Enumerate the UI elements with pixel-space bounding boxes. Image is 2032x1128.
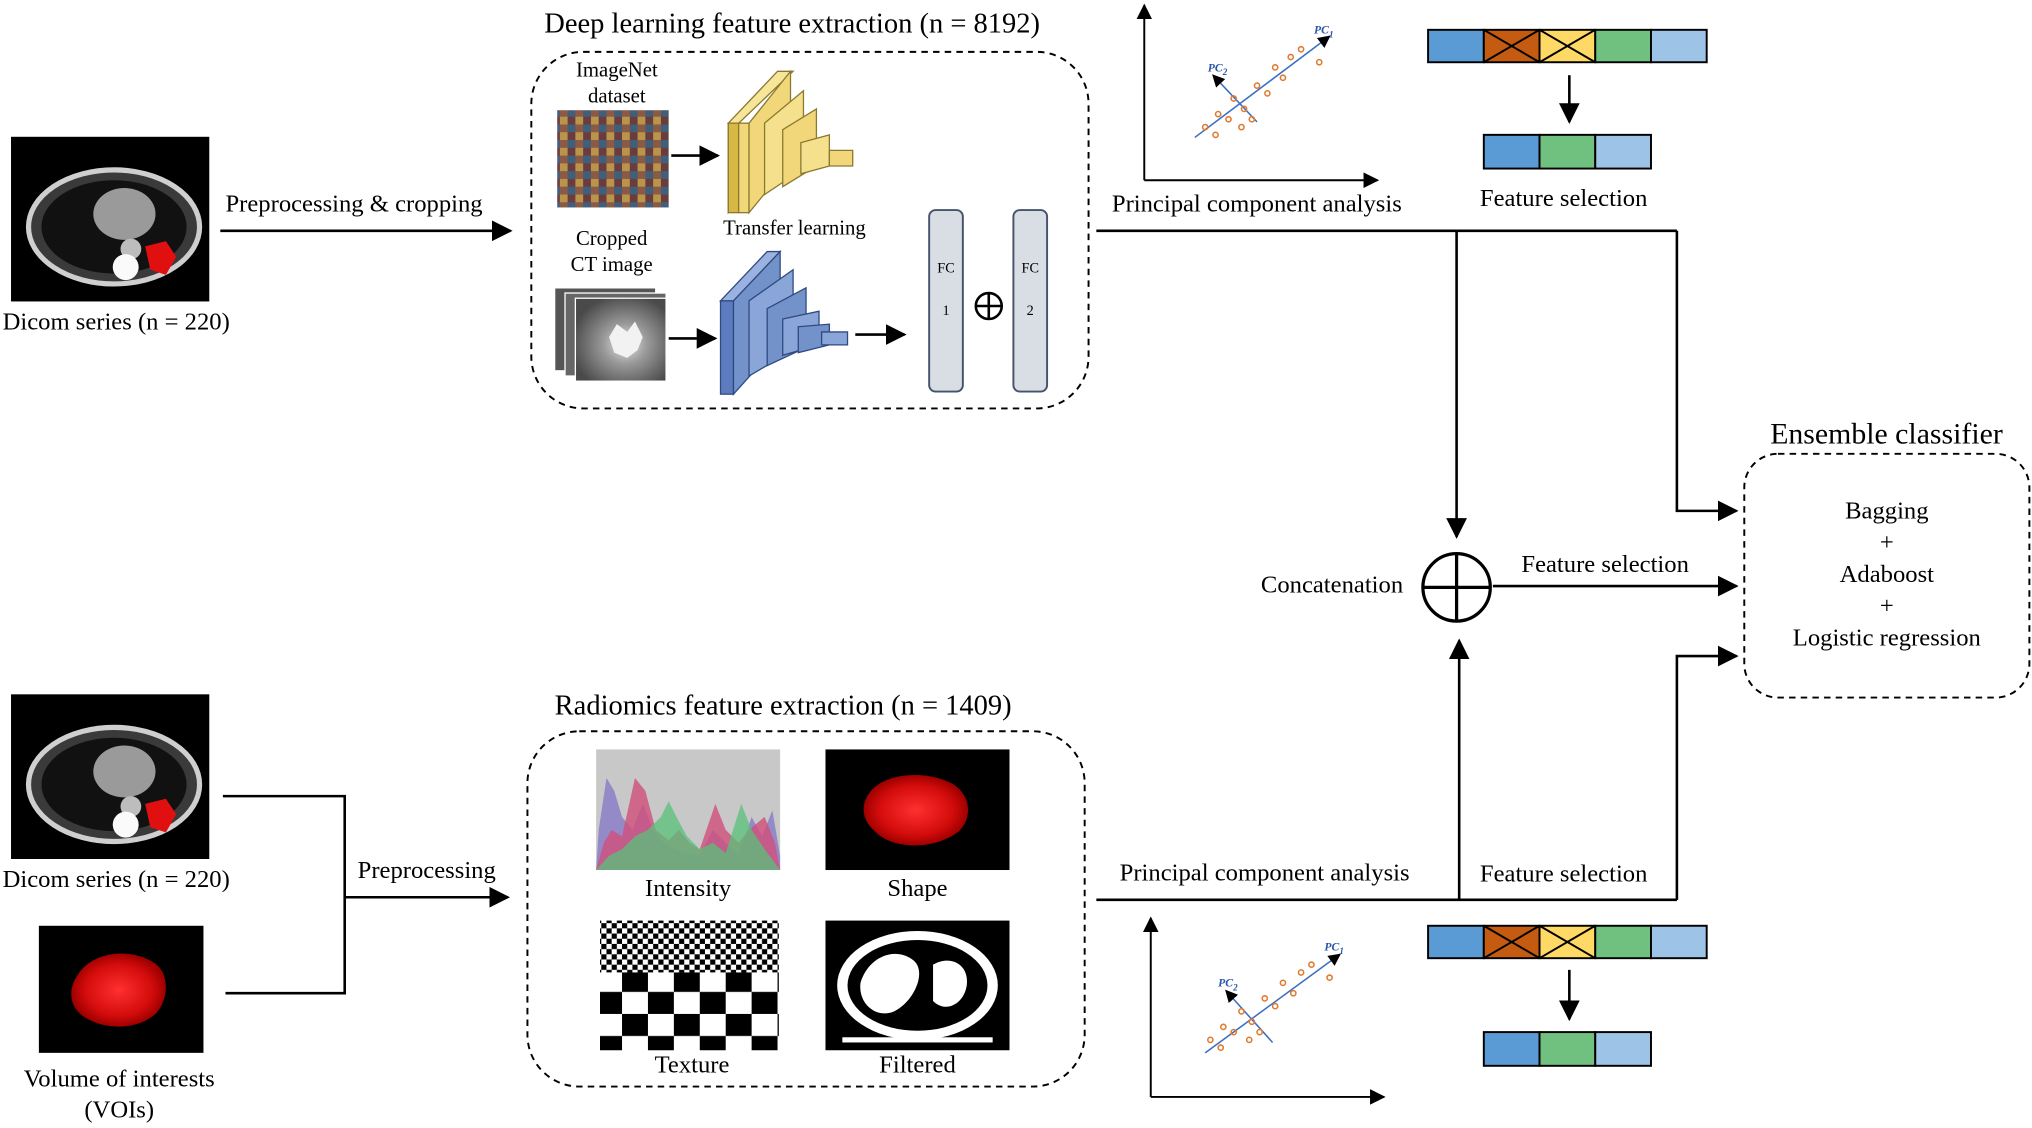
fc2-label: FC [1021, 260, 1039, 277]
voi-label-line2: (VOIs) [84, 1096, 155, 1125]
texture-label: Texture [654, 1051, 730, 1079]
voi-image [38, 925, 204, 1053]
concatenation-label: Concatenation [1260, 571, 1404, 600]
feature-bar-full-top [1427, 28, 1708, 64]
imagenet-label-line2: dataset [588, 85, 646, 108]
ensemble-classifier-title: Ensemble classifier [1770, 417, 2003, 450]
dicom-series-bottom-label: Dicom series (n = 220) [2, 866, 230, 894]
pc2-label-top: PC2 [1207, 60, 1228, 78]
deep-learning-box [530, 50, 1090, 410]
classifier-bagging: Bagging [1845, 497, 1929, 526]
filtered-label: Filtered [879, 1051, 956, 1079]
cnn-yellow-block [726, 69, 854, 215]
voi-label-line1: Volume of interests [23, 1065, 215, 1094]
pca-label-bottom: Principal component analysis [1119, 859, 1410, 887]
filtered-image [825, 920, 1010, 1051]
cropped-label-line2: CT image [570, 254, 653, 277]
transfer-learning-label: Transfer learning [723, 217, 866, 240]
intensity-label: Intensity [645, 875, 732, 903]
fc-concat-symbol [974, 291, 1004, 321]
dicom-stack-bottom [9, 693, 211, 861]
pca-plot-top [1136, 3, 1380, 189]
feature-selection-bottom-label: Feature selection [1479, 860, 1648, 889]
deep-learning-title: Deep learning feature extraction (n = 81… [544, 6, 1041, 39]
concatenation-symbol [1421, 552, 1492, 623]
dicom-stack-top [9, 135, 211, 303]
fc1-number: 1 [942, 303, 950, 319]
ensemble-classifier-box [1743, 452, 2031, 699]
classifier-plus-1: + [1879, 529, 1894, 557]
pca-label-top: Principal component analysis [1111, 190, 1402, 218]
pc2-label-bottom: PC2 [1218, 976, 1238, 993]
feature-bar-selected-bottom [1482, 1031, 1652, 1067]
feature-selection-fusion-label: Feature selection [1521, 551, 1689, 579]
fc1-block [928, 209, 964, 393]
radiomics-title: Radiomics feature extraction (n = 1409) [554, 688, 1012, 721]
classifier-adaboost: Adaboost [1839, 561, 1935, 589]
classifier-plus-2: + [1879, 592, 1894, 620]
pca-plot-bottom [1142, 916, 1386, 1105]
imagenet-thumbnail [557, 110, 669, 208]
feature-selection-top-label: Feature selection [1479, 185, 1648, 213]
feature-bar-full-bottom [1427, 924, 1708, 960]
pc1-label-bottom: PC1 [1324, 940, 1344, 957]
shape-image [825, 749, 1010, 871]
texture-image [600, 920, 779, 1051]
intensity-histogram [596, 749, 781, 871]
fc2-number: 2 [1026, 303, 1034, 319]
cnn-blue-block [719, 249, 849, 396]
feature-bar-selected-top [1482, 133, 1652, 170]
dicom-series-top-label: Dicom series (n = 220) [2, 308, 230, 336]
fc2-block [1012, 209, 1049, 393]
fc1-label: FC [937, 260, 955, 277]
shape-label: Shape [887, 875, 948, 903]
pc1-label-top: PC1 [1314, 23, 1334, 40]
classifier-logistic-regression: Logistic regression [1792, 624, 1981, 653]
cropped-label-line1: Cropped [575, 228, 648, 251]
preprocessing-label: Preprocessing [357, 857, 496, 885]
radiomics-box [526, 730, 1086, 1088]
preprocess-cropping-label: Preprocessing & cropping [225, 190, 483, 218]
imagenet-label-line1: ImageNet [575, 59, 658, 82]
cropped-ct-images [553, 287, 667, 382]
